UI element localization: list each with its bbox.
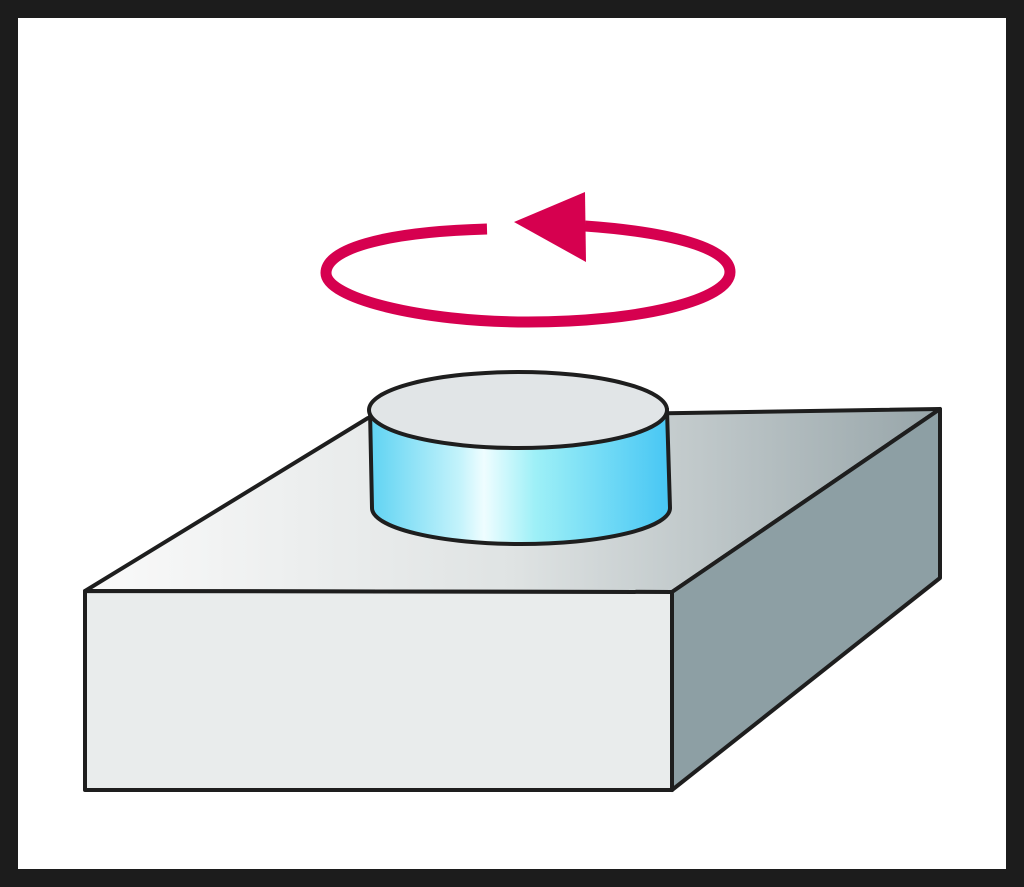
cylinder-top [367, 370, 669, 450]
block-front-face [83, 589, 674, 792]
cylindrical-part-icon [367, 370, 673, 546]
rotation-arc [320, 220, 736, 328]
rotation-arrow-icon [320, 192, 736, 328]
rotation-arrowhead [514, 192, 586, 262]
